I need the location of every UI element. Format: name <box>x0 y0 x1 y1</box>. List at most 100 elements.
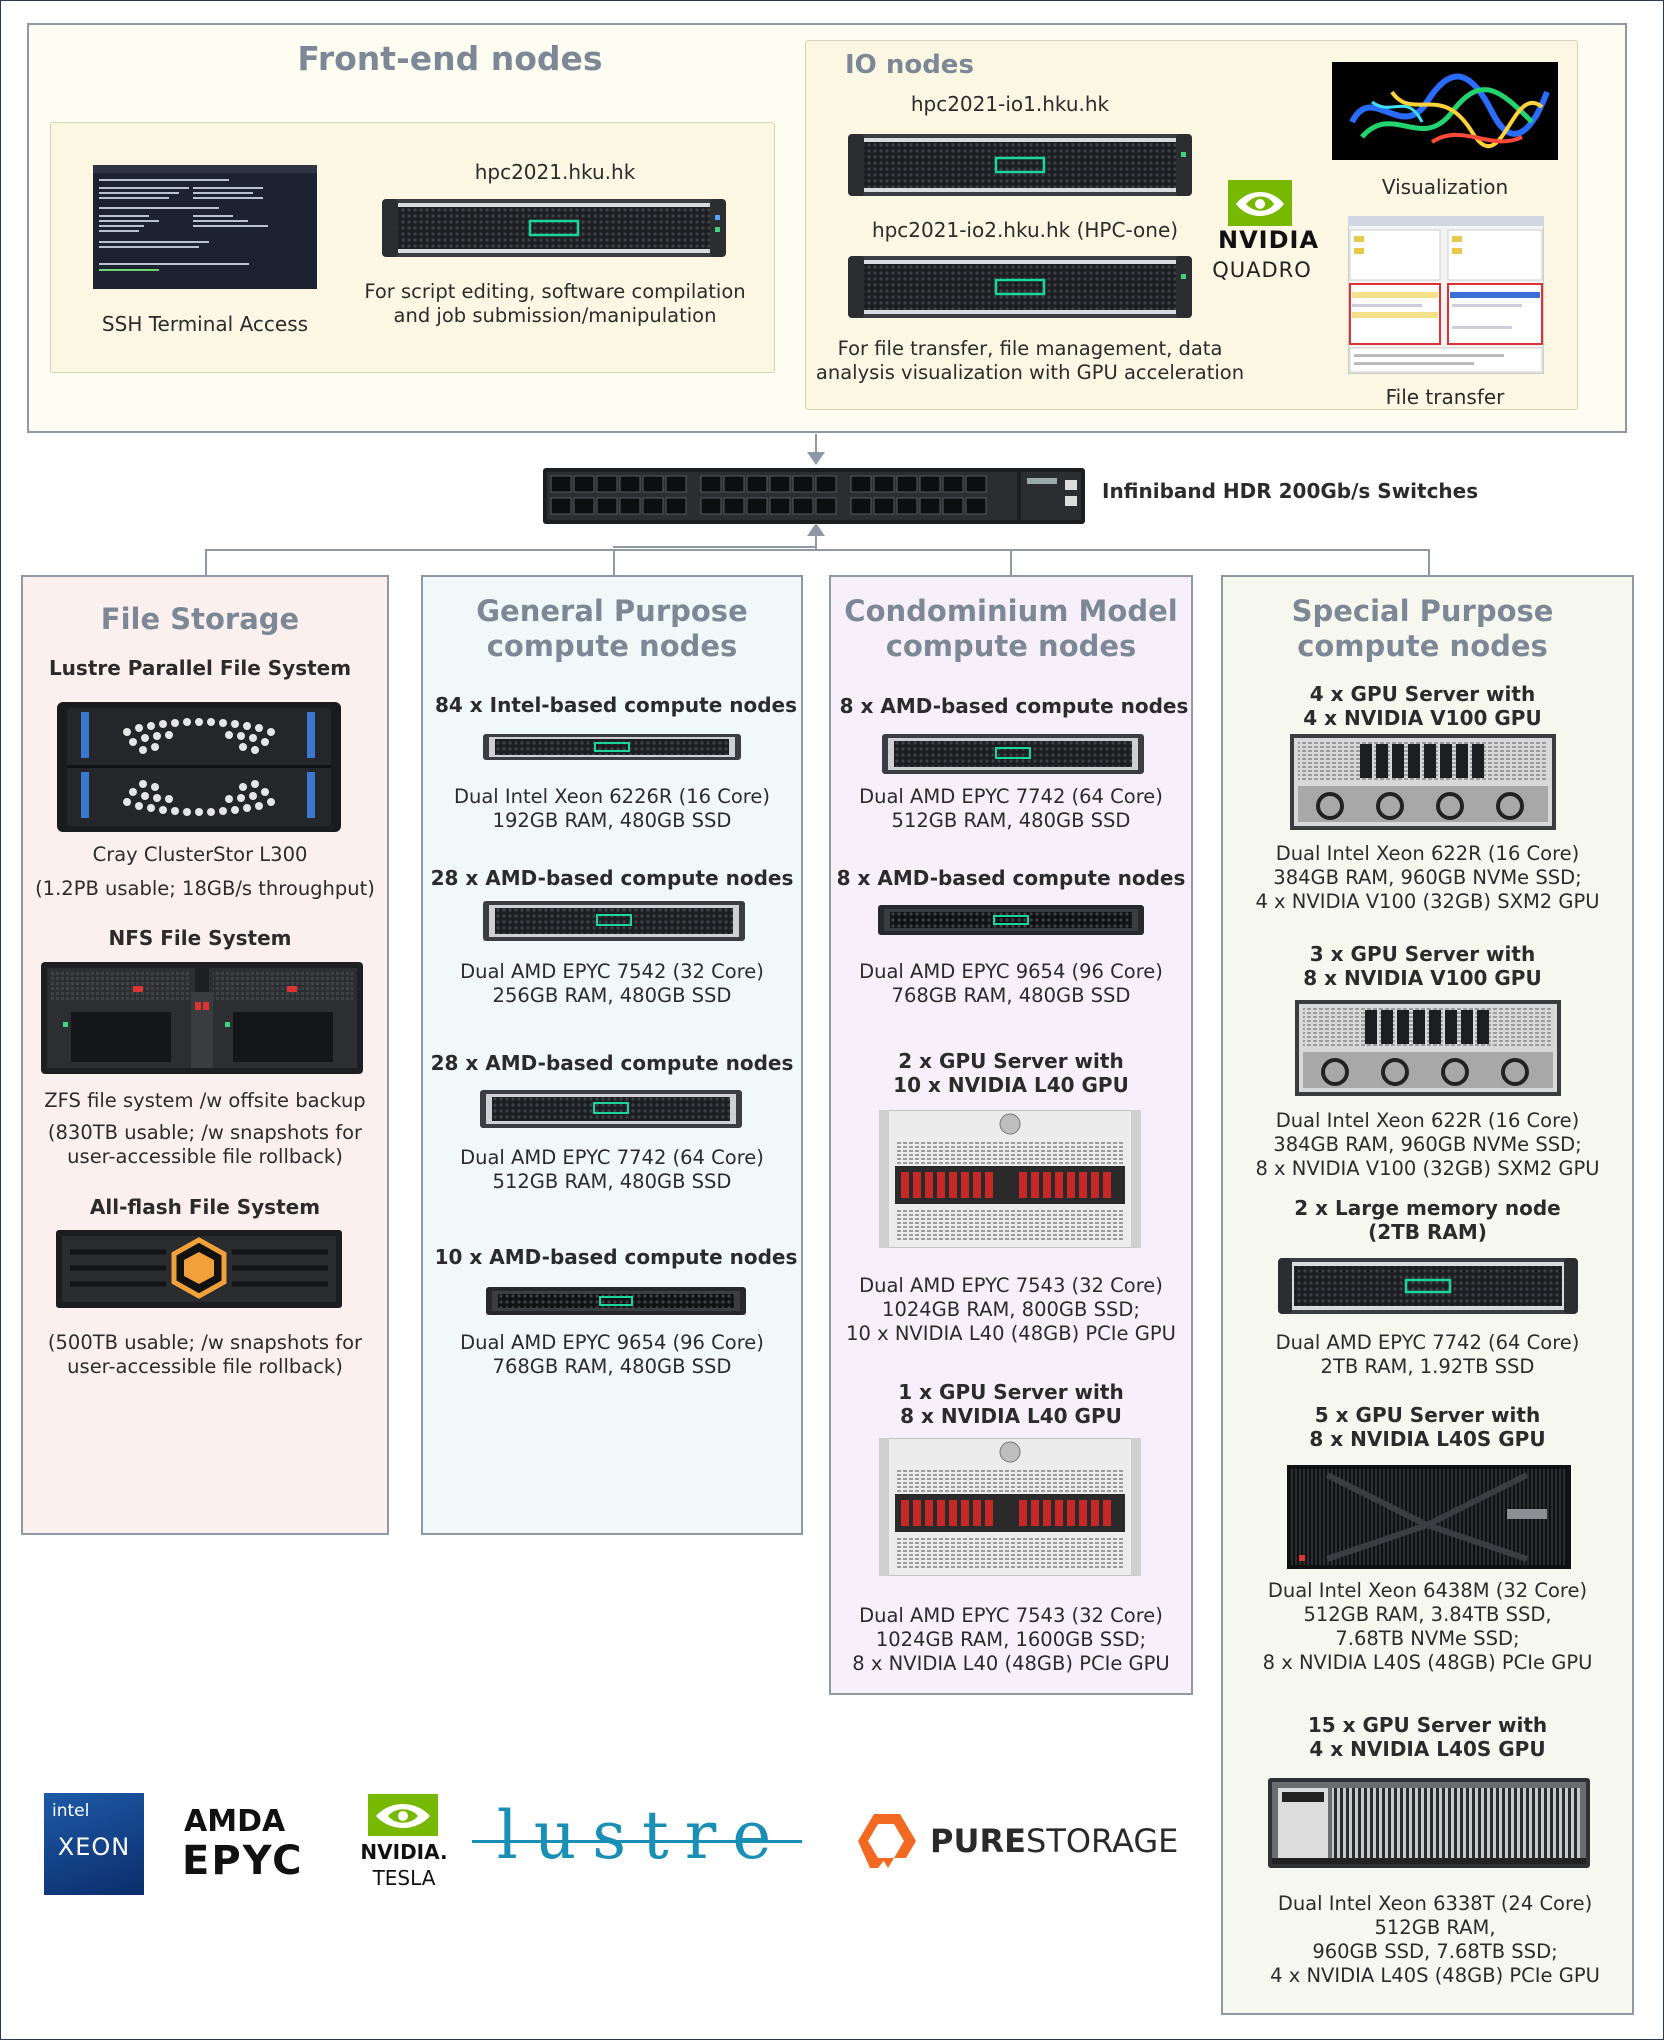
io-description-line1: For file transfer, file management, data <box>837 337 1223 360</box>
io2-server-image <box>848 252 1192 322</box>
sp-node-2-name-line1: 3 x GPU Server with <box>1309 942 1536 966</box>
switch-uplink <box>815 434 817 456</box>
frontend-hostname: hpc2021.hku.hk <box>474 160 636 184</box>
frontend-server-image <box>382 195 726 261</box>
sp-node-1-desc-line1: Dual Intel Xeon 622R (16 Core) <box>1275 842 1580 865</box>
sp-node-4-desc-line2: 512GB RAM, 3.84TB SSD, <box>1303 1603 1552 1626</box>
amd-epyc-logo: AMDA EPYC <box>180 1800 312 1890</box>
sp-node-1-desc-line3: 4 x NVIDIA V100 (32GB) SXM2 GPU <box>1255 890 1600 913</box>
nfs-fs-name: NFS File System <box>108 926 292 950</box>
purestorage-mark-icon <box>858 1814 916 1868</box>
bus-line <box>205 549 1430 551</box>
condo-node-4-desc-line2: 1024GB RAM, 1600GB SSD; <box>875 1628 1147 1651</box>
pure-wordmark: PURE <box>930 1822 1026 1860</box>
visualization-image <box>1332 62 1558 160</box>
gp-node-1-desc-line2: 192GB RAM, 480GB SSD <box>492 809 732 832</box>
gp-node-4-image <box>486 1287 746 1315</box>
sp-node-4-name-line1: 5 x GPU Server with <box>1314 1403 1541 1427</box>
ssh-terminal-label: SSH Terminal Access <box>101 312 309 336</box>
sp-node-2-image <box>1295 1000 1561 1096</box>
tesla-wordmark: TESLA <box>372 1866 436 1890</box>
condo-node-4-desc-line3: 8 x NVIDIA L40 (48GB) PCIe GPU <box>852 1652 1170 1675</box>
condominium-title-line1: Condominium Model <box>844 594 1178 628</box>
sp-node-1-image <box>1290 734 1556 830</box>
condo-node-4-name-line1: 1 x GPU Server with <box>898 1380 1124 1404</box>
gp-node-1-name: 84 x Intel-based compute nodes <box>434 693 798 717</box>
gp-node-2-desc-line2: 256GB RAM, 480GB SSD <box>492 984 732 1007</box>
lustre-fs-desc-line1: Cray ClusterStor L300 <box>92 843 308 866</box>
sp-node-1-desc-line2: 384GB RAM, 960GB NVMe SSD; <box>1273 866 1582 889</box>
condo-node-3-desc-line3: 10 x NVIDIA L40 (48GB) PCIe GPU <box>846 1322 1176 1345</box>
lustre-line <box>472 1840 802 1843</box>
condo-node-1-desc-line2: 512GB RAM, 480GB SSD <box>891 809 1131 832</box>
lustre-wordmark: lustre <box>496 1797 788 1874</box>
gp-node-2-desc-line1: Dual AMD EPYC 7542 (32 Core) <box>460 960 764 983</box>
condo-node-1-image <box>882 734 1144 774</box>
special-purpose-title-line2: compute nodes <box>1297 629 1548 663</box>
allflash-fs-desc-line2: user-accessible file rollback) <box>67 1355 343 1378</box>
condo-node-4-name-line2: 8 x NVIDIA L40 GPU <box>900 1404 1122 1428</box>
arrow-down-icon <box>807 452 825 465</box>
file-transfer-image <box>1348 216 1544 374</box>
gp-node-1-desc-line1: Dual Intel Xeon 6226R (16 Core) <box>453 785 770 808</box>
sp-node-4-image <box>1287 1465 1571 1569</box>
sp-node-2-desc-line3: 8 x NVIDIA V100 (32GB) SXM2 GPU <box>1255 1157 1600 1180</box>
lustre-fs-desc-line2: (1.2PB usable; 18GB/s throughput) <box>35 877 375 900</box>
sp-node-1-name-line2: 4 x NVIDIA V100 GPU <box>1303 706 1542 730</box>
arrow-up-icon <box>807 523 825 536</box>
condo-node-2-desc-line1: Dual AMD EPYC 9654 (96 Core) <box>859 960 1163 983</box>
gp-node-4-name: 10 x AMD-based compute nodes <box>434 1245 798 1269</box>
gp-node-3-image <box>480 1090 742 1128</box>
file-storage-title: File Storage <box>100 602 300 636</box>
condo-node-3-image <box>879 1110 1141 1248</box>
condo-node-3-name-line1: 2 x GPU Server with <box>898 1049 1124 1073</box>
frontend-description-line1: For script editing, software compilation <box>364 280 746 303</box>
storage-wordmark: STORAGE <box>1026 1822 1179 1860</box>
xeon-wordmark: XEON <box>57 1833 131 1861</box>
bus-drop-condo <box>1010 549 1012 575</box>
io1-hostname: hpc2021-io1.hku.hk <box>910 92 1110 116</box>
condo-node-3-name-line2: 10 x NVIDIA L40 GPU <box>893 1073 1129 1097</box>
sp-node-5-name-line1: 15 x GPU Server with <box>1307 1713 1548 1737</box>
allflash-fs-desc-line1: (500TB usable; /w snapshots for <box>47 1331 363 1354</box>
condo-node-4-desc-line1: Dual AMD EPYC 7543 (32 Core) <box>859 1604 1163 1627</box>
intel-xeon-logo: intel XEON <box>44 1793 144 1895</box>
frontend-title: Front-end nodes <box>297 39 603 78</box>
gp-node-2-image <box>483 901 745 941</box>
switch-downlink <box>815 534 817 550</box>
sp-node-3-desc-line2: 2TB RAM, 1.92TB SSD <box>1320 1355 1535 1378</box>
sp-node-2-desc-line1: Dual Intel Xeon 622R (16 Core) <box>1275 1109 1580 1132</box>
nfs-fs-desc-line3: user-accessible file rollback) <box>67 1145 343 1168</box>
visualization-label: Visualization <box>1381 175 1509 199</box>
bus-line-general <box>613 549 615 575</box>
sp-node-5-desc-line4: 4 x NVIDIA L40S (48GB) PCIe GPU <box>1270 1964 1600 1987</box>
gp-node-2-name: 28 x AMD-based compute nodes <box>430 866 794 890</box>
nvidia-tesla-eye-icon <box>368 1794 438 1836</box>
sp-node-1-name-line1: 4 x GPU Server with <box>1309 682 1536 706</box>
bus-drop-storage <box>205 549 207 575</box>
bus-line-general-join <box>613 546 815 548</box>
sp-node-4-desc-line1: Dual Intel Xeon 6438M (32 Core) <box>1267 1579 1588 1602</box>
special-purpose-title-line1: Special Purpose <box>1291 594 1554 628</box>
sp-node-5-desc-line1: Dual Intel Xeon 6338T (24 Core) <box>1277 1892 1593 1915</box>
gp-node-1-image <box>483 734 741 760</box>
epyc-wordmark: EPYC <box>182 1838 304 1884</box>
io1-server-image <box>848 130 1192 200</box>
condo-node-2-desc-line2: 768GB RAM, 480GB SSD <box>891 984 1131 1007</box>
condo-node-2-image <box>878 905 1144 935</box>
intel-wordmark: intel <box>52 1801 90 1821</box>
nfs-fs-image <box>41 962 363 1074</box>
nvidia-tesla-wordmark: NVIDIA. <box>360 1840 448 1864</box>
general-purpose-title-line2: compute nodes <box>486 629 738 663</box>
io-description-line2: analysis visualization with GPU accelera… <box>815 361 1245 384</box>
condo-node-1-desc-line1: Dual AMD EPYC 7742 (64 Core) <box>859 785 1163 808</box>
sp-node-5-name-line2: 4 x NVIDIA L40S GPU <box>1309 1737 1546 1761</box>
bus-drop-special <box>1428 549 1430 575</box>
gp-node-3-desc-line1: Dual AMD EPYC 7742 (64 Core) <box>460 1146 764 1169</box>
condo-node-3-desc-line1: Dual AMD EPYC 7543 (32 Core) <box>859 1274 1163 1297</box>
quadro-wordmark: QUADRO <box>1212 258 1312 282</box>
sp-node-4-desc-line3: 7.68TB NVMe SSD; <box>1335 1627 1520 1650</box>
condo-node-1-name: 8 x AMD-based compute nodes <box>839 694 1189 718</box>
nfs-fs-desc-line2: (830TB usable; /w snapshots for <box>47 1121 363 1144</box>
sp-node-3-name-line2: (2TB RAM) <box>1368 1220 1487 1244</box>
